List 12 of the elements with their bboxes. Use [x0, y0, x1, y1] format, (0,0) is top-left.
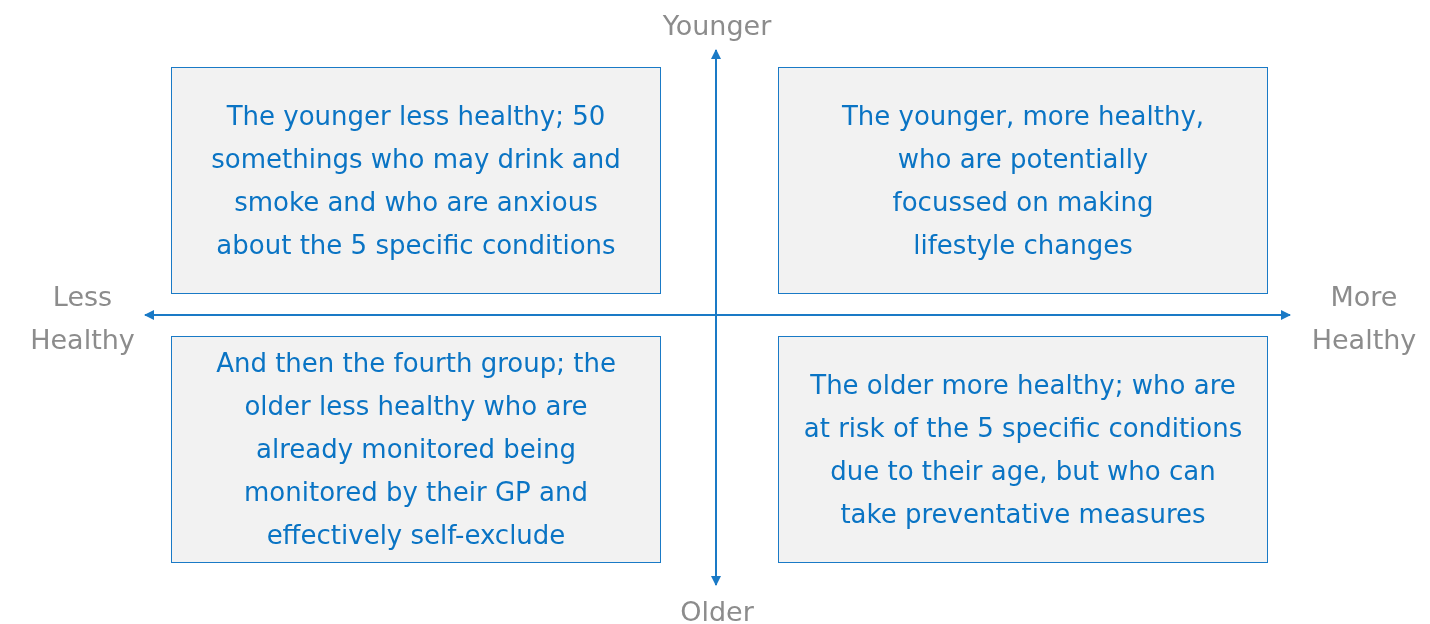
quadrant-box: [778, 67, 1268, 294]
quadrant-text: And then the fourth group; the older less healthy who are already monitored being monitored by their GP and effectively self-exclude: [215, 347, 617, 552]
axis-label: More Healthy: [1310, 280, 1418, 357]
axis-label: Younger: [661, 9, 773, 43]
quadrant-text: The younger, more healthy, who are potentially focussed on making lifestyle changes: [840, 99, 1206, 262]
quadrant-text: The younger less healthy; 50 somethings who may drink and smoke and who are anxious about the 5 specific conditions: [210, 99, 622, 262]
quadrant-box: [171, 336, 661, 563]
quadrant-text: The older more healthy; who are at risk of the 5 specific conditions due to their age, but who can take preventative measures: [802, 368, 1244, 531]
axis-label: Less Healthy: [29, 280, 136, 357]
quadrant-box: [171, 67, 661, 294]
axis-label: Older: [679, 595, 755, 624]
quadrant-box: [778, 336, 1268, 563]
